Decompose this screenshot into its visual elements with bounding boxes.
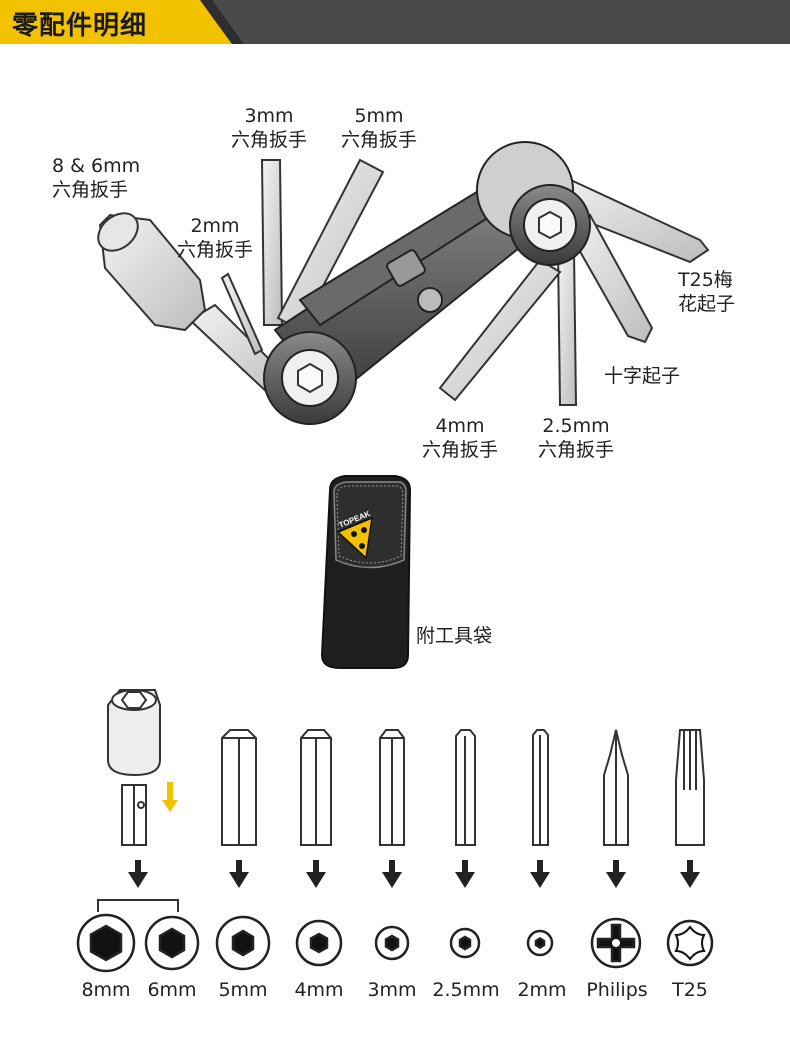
- socket-8-6mm-diagram: [107, 689, 161, 846]
- header-title-tab: [0, 0, 232, 44]
- hex-wrench-2mm: [220, 272, 264, 356]
- size-label-8mm: 8mm: [81, 979, 131, 1001]
- hex-2-5mm-icon: [449, 927, 481, 959]
- down-arrow-icon-5: [229, 860, 249, 888]
- hex-wrench-4mm: [438, 258, 562, 402]
- size-label-2-5mm: 2.5mm: [432, 979, 500, 1001]
- phillips-head-icon: [590, 917, 642, 969]
- header-bar: 零配件明细: [0, 0, 790, 44]
- size-label-3mm: 3mm: [367, 979, 417, 1001]
- hex-8mm-icon: [76, 913, 136, 973]
- down-arrow-icon-t25: [680, 860, 700, 888]
- callout-hex-2-5mm: 2.5mm 六角扳手: [537, 415, 614, 461]
- hex-bit-2mm-diagram: [532, 729, 549, 846]
- hex-wrench-3mm: [260, 159, 284, 326]
- size-label-t25: T25: [672, 979, 708, 1001]
- down-arrow-icon-2-5: [455, 860, 475, 888]
- page-title: 零配件明细: [12, 11, 148, 41]
- phillips-bit-diagram: [603, 729, 629, 846]
- down-arrow-icons: [128, 860, 700, 888]
- size-label-philips: Philips: [586, 979, 648, 1001]
- size-label-2mm: 2mm: [517, 979, 567, 1001]
- callout-t25: T25梅 花起子: [678, 269, 736, 315]
- hex-6mm-icon: [144, 915, 200, 971]
- callout-phillips: 十字起子: [604, 365, 681, 387]
- callout-hex-3mm: 3mm 六角扳手: [230, 105, 307, 151]
- hex-bit-4mm-diagram: [300, 729, 332, 846]
- size-label-4mm: 4mm: [294, 979, 344, 1001]
- size-label-5mm: 5mm: [218, 979, 268, 1001]
- down-arrow-icon-8-6: [128, 860, 148, 888]
- down-arrow-icon-2: [530, 860, 550, 888]
- hex-3mm-icon: [374, 925, 410, 961]
- pouch-label: 附工具袋: [416, 625, 493, 647]
- callout-hex-5mm: 5mm 六角扳手: [340, 105, 417, 151]
- hex-wrench-2-5mm: [556, 249, 578, 406]
- callout-hex-4mm: 4mm 六角扳手: [421, 415, 498, 461]
- hex-bit-2-5mm-diagram: [455, 729, 476, 846]
- tool-pouch: [320, 475, 412, 669]
- multi-tool-body: [263, 141, 591, 425]
- size-circles: [76, 913, 714, 973]
- callout-hex-8-6mm: 8 & 6mm 六角扳手: [52, 155, 141, 201]
- t25-bit-diagram: [675, 729, 705, 846]
- hex-4mm-icon: [295, 919, 343, 967]
- hex-bit-3mm-diagram: [379, 729, 405, 846]
- hex-bit-5mm-diagram: [221, 729, 257, 846]
- down-arrow-icon-philips: [606, 860, 626, 888]
- hex-2mm-icon: [526, 929, 554, 957]
- hex-5mm-icon: [215, 915, 271, 971]
- size-label-6mm: 6mm: [147, 979, 197, 1001]
- down-arrow-icon-3: [382, 860, 402, 888]
- socket-insert-arrow-icon: [162, 782, 178, 812]
- down-arrow-icon-4: [306, 860, 326, 888]
- socket-bracket: [97, 899, 179, 912]
- torx-head-icon: [666, 919, 714, 967]
- callout-hex-2mm: 2mm 六角扳手: [176, 215, 253, 261]
